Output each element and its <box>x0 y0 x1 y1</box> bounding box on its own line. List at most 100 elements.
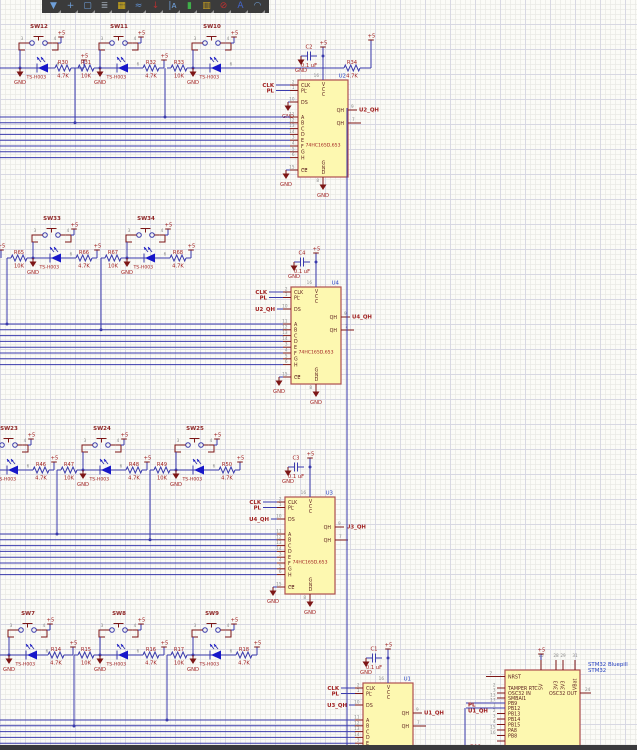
gnd-symbol[interactable]: GND <box>310 388 322 406</box>
led[interactable] <box>209 56 221 73</box>
wire-icon[interactable]: ≈ <box>130 0 147 13</box>
capacitor-C2[interactable]: C20.1 uF <box>301 45 317 70</box>
vcc-symbol[interactable]: +5 <box>94 244 102 251</box>
gnd-symbol[interactable]: GND <box>267 587 279 605</box>
gnd-symbol[interactable]: GND <box>304 598 316 616</box>
vcc-symbol[interactable]: +5 <box>138 618 146 625</box>
vcc-symbol[interactable]: +5 <box>47 618 55 625</box>
led[interactable] <box>116 56 128 73</box>
vcc-symbol[interactable]: +5 <box>214 433 222 440</box>
vcc-symbol[interactable]: +5 <box>307 452 315 459</box>
vcc-symbol[interactable]: +5 <box>368 34 376 41</box>
vcc-symbol[interactable]: +5 <box>138 31 146 38</box>
gnd-symbol[interactable]: GND <box>77 470 89 488</box>
vcc-symbol[interactable]: +5 <box>51 456 59 463</box>
vcc-symbol[interactable]: +5 <box>144 456 152 463</box>
vcc-symbol[interactable]: +5 <box>254 641 262 648</box>
text-icon[interactable]: A <box>232 0 249 13</box>
bus-wires[interactable] <box>55 470 152 542</box>
gnd-symbol[interactable]: GND <box>170 470 182 488</box>
gnd-symbol[interactable]: GND <box>3 655 15 673</box>
gnd-symbol[interactable]: GND <box>273 377 285 395</box>
vcc-symbol[interactable]: +5 <box>313 247 321 254</box>
arc-icon[interactable]: ◠ <box>249 0 266 13</box>
capacitor-C4[interactable]: C40.1 uF <box>294 251 310 276</box>
led[interactable] <box>192 458 204 475</box>
vcc-symbol[interactable]: +5 <box>231 618 239 625</box>
gnd-symbol[interactable]: GND <box>295 56 307 74</box>
gnd-symbol[interactable]: GND <box>187 68 199 86</box>
filter-icon[interactable]: ▼ <box>45 0 62 13</box>
led[interactable] <box>116 643 128 660</box>
component-icon[interactable]: ▮ <box>181 0 198 13</box>
vcc-symbol[interactable]: +5 <box>28 433 36 440</box>
gnd-symbol[interactable]: GND <box>288 262 300 280</box>
capacitor-C1[interactable]: C10.1 uF <box>366 647 382 672</box>
rom-icon[interactable]: ▥ <box>198 0 215 13</box>
vcc-symbol[interactable]: +5 <box>165 223 173 230</box>
paste-icon[interactable]: ≣ <box>96 0 113 13</box>
led[interactable] <box>49 246 61 263</box>
vcc-symbol[interactable]: +5 <box>320 41 328 48</box>
long-wires[interactable] <box>346 108 466 750</box>
vcc-symbol[interactable]: +5 <box>70 641 78 648</box>
led[interactable] <box>25 643 37 660</box>
vcc-symbol[interactable]: +5 <box>0 244 5 251</box>
chip-U1[interactable]: U1CLK2CLKPL1PLDS10U3_QHA11B12C13D14E3F4Q… <box>0 643 444 750</box>
gnd-symbol[interactable]: GND <box>27 258 39 276</box>
gnd-symbol[interactable]: GND <box>94 655 106 673</box>
vcc-symbol[interactable]: +5 <box>81 54 89 61</box>
ic-symbol-icon[interactable]: ▦ <box>113 0 130 13</box>
gnd-symbol[interactable]: GND <box>282 467 294 485</box>
led[interactable] <box>99 458 111 475</box>
vcc-symbol[interactable]: +5 <box>161 54 169 61</box>
vcc-symbol[interactable]: +5 <box>237 456 245 463</box>
led[interactable] <box>143 246 155 263</box>
select-area-icon[interactable]: ▢ <box>79 0 96 13</box>
vcc-symbol[interactable]: +5 <box>231 31 239 38</box>
chip-U3[interactable]: U3CLK2CLKPL1PLDS10U4_QHA11B12C13D14E3F4G… <box>0 452 366 617</box>
switch-SW23[interactable]: SW2334+5 <box>0 426 36 453</box>
vcc-symbol[interactable]: +5 <box>538 648 546 655</box>
net-label-icon[interactable]: |ᴀ <box>164 0 181 13</box>
vcc-symbol[interactable]: +5 <box>385 643 393 650</box>
led[interactable] <box>36 56 48 73</box>
vcc-symbol[interactable]: +5 <box>121 433 129 440</box>
gnd-symbol[interactable]: GND <box>14 68 26 86</box>
capacitor-C3[interactable]: C30.1 uF <box>288 456 304 481</box>
vcc-symbol[interactable]: +5 <box>71 223 79 230</box>
no-connect-icon[interactable]: ⊘ <box>215 0 232 13</box>
vcc-symbol[interactable]: +5 <box>188 244 196 251</box>
